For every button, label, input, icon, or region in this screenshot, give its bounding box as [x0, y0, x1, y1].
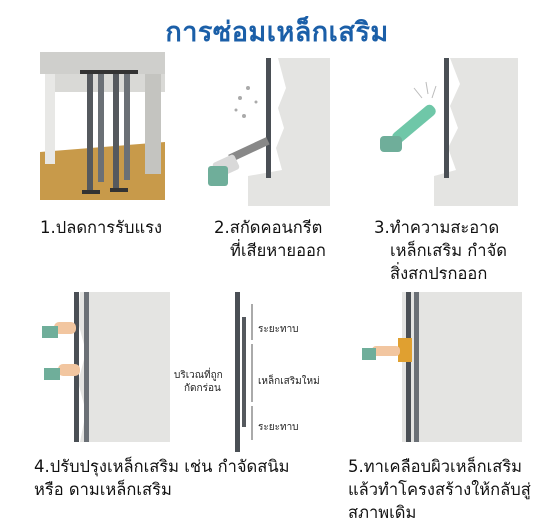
- page-title: การซ่อมเหล็กเสริม: [165, 17, 389, 48]
- step-2-number: 2.: [214, 218, 230, 237]
- step-5-number: 5.: [348, 457, 364, 476]
- step-5-caption: 5.ทาเคลือบผิวเหล็กเสริม แล้วทำโครงสร้างใ…: [348, 455, 531, 524]
- step-3-line-2: เหล็กเสริม กำจัด: [390, 241, 507, 260]
- step-1-illustration: [40, 52, 165, 200]
- corroded-area-label-line2: กัดกร่อน: [184, 383, 221, 394]
- wire-brush-icon: [380, 104, 436, 152]
- step-1-number: 1.: [40, 218, 56, 237]
- step-4-line-1: ปรับปรุงเหล็กเสริม เช่น กำจัดสนิม: [49, 457, 290, 476]
- shoring-props-icon: [80, 70, 138, 194]
- step-4-number: 4.: [34, 457, 50, 476]
- step-2-line-2: ที่เสียหายออก: [230, 241, 326, 260]
- step-3-caption: 3.ทำความสะอาด เหล็กเสริม กำจัด สิ่งสกปรก…: [374, 216, 507, 285]
- corroded-area-label-line1: บริเวณที่ถูก: [174, 370, 223, 381]
- step-1-caption: 1.ปลดการรับแรง: [40, 216, 162, 239]
- step-2-caption: 2.สกัดคอนกรีต ที่เสียหายออก: [214, 216, 326, 262]
- step-5-line-2: แล้วทำโครงสร้างให้กลับสู่: [348, 480, 531, 499]
- lap-bottom-label: ระยะทาบ: [258, 422, 299, 433]
- new-rebar-label: เหล็กเสริมใหม่: [258, 376, 320, 387]
- step-2-illustration: [200, 58, 330, 206]
- step-1-line-1: ปลดการรับแรง: [55, 218, 163, 237]
- step-2-line-1: สกัดคอนกรีต: [229, 218, 323, 237]
- lap-splice-diagram: ระยะทาบ บริเวณที่ถูก กัดกร่อน เหล็กเสริม…: [174, 292, 330, 452]
- step-4-caption: 4.ปรับปรุงเหล็กเสริม เช่น กำจัดสนิม หรือ…: [34, 455, 290, 501]
- paint-brush-icon: [362, 338, 412, 362]
- step-4-illustration: [40, 292, 170, 442]
- step-3-illustration: [378, 58, 518, 206]
- step-3-line-3: สิ่งสกปรกออก: [390, 264, 488, 283]
- lap-top-label: ระยะทาบ: [258, 324, 299, 335]
- step-5-line-3: สภาพเดิม: [348, 503, 417, 522]
- step-3-number: 3.: [374, 218, 390, 237]
- hands-icon: [42, 322, 80, 380]
- step-4-line-2: หรือ ดามเหล็กเสริม: [34, 480, 172, 499]
- step-3-line-1: ทำความสะอาด: [389, 218, 500, 237]
- step-5-line-1: ทาเคลือบผิวเหล็กเสริม: [363, 457, 523, 476]
- step-5-illustration: [362, 292, 522, 442]
- hammer-chisel-icon: [208, 137, 270, 186]
